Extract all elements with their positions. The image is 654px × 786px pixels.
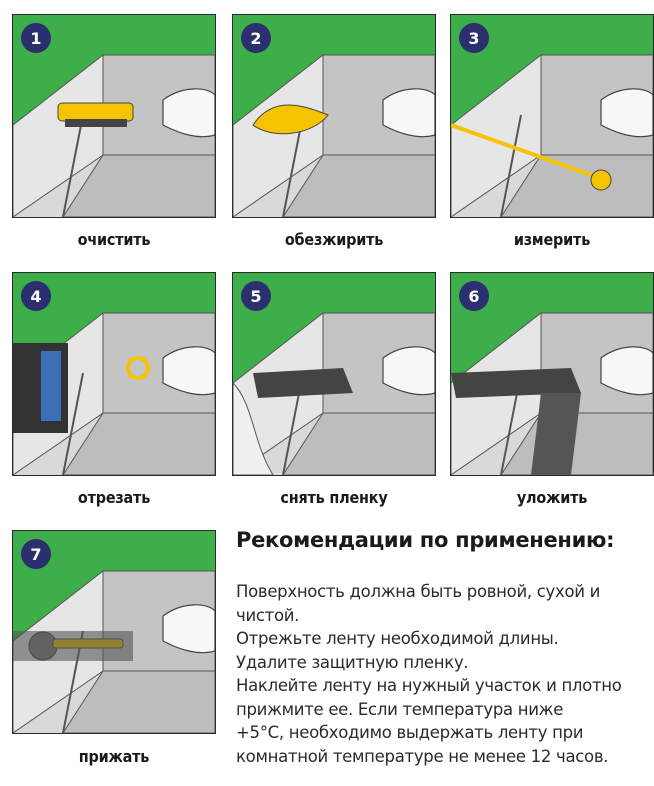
rec-line: Наклейте ленту на нужный участок и плотн… (236, 676, 622, 695)
step-number-badge: 1 (21, 23, 51, 53)
rec-line: +5°C, необходимо выдержать ленту при (236, 723, 584, 742)
film-icon (233, 273, 435, 475)
step-3-caption: измерить (513, 230, 591, 249)
rec-line: Удалите защитную пленку. (236, 652, 469, 672)
rec-line: Поверхность должна быть ровной, сухой и (236, 582, 601, 601)
step-1-caption: очистить (77, 230, 151, 249)
tape-measure-icon (451, 15, 653, 217)
step-4-caption: отрезать (77, 488, 151, 507)
rec-line: Отрежьте ленту необходимой длины. (236, 629, 559, 648)
cloth-icon (233, 15, 435, 217)
roller-icon (13, 531, 215, 733)
step-number-badge: 2 (241, 23, 271, 53)
step-2-caption: обезжирить (284, 230, 384, 249)
tape-icon (451, 273, 653, 475)
step-4-illustration: 4 (12, 272, 216, 476)
rec-line: комнатной температуре не менее 12 часов. (236, 746, 609, 766)
brush-icon (13, 15, 215, 217)
step-number-badge: 4 (21, 281, 51, 311)
step-5-caption: снять пленку (280, 488, 388, 507)
step-6-caption: уложить (516, 488, 588, 507)
step-number-badge: 3 (459, 23, 489, 53)
step-7-illustration: 7 (12, 530, 216, 734)
step-7-caption: прижать (78, 747, 150, 766)
step-number-badge: 7 (21, 539, 51, 569)
rec-line: прижмите ее. Если температура ниже (236, 699, 564, 719)
scissors-icon (13, 273, 215, 475)
step-number-badge: 6 (459, 281, 489, 311)
step-3-illustration: 3 (450, 14, 654, 218)
step-number-badge: 5 (241, 281, 271, 311)
step-5-illustration: 5 (232, 272, 436, 476)
recommendations-text: Поверхность должна быть ровной, сухой и … (236, 580, 646, 768)
step-6-illustration: 6 (450, 272, 654, 476)
recommendations-title: Рекомендации по применению: (236, 528, 615, 552)
step-1-illustration: 1 (12, 14, 216, 218)
rec-line: чистой. (236, 605, 300, 625)
step-2-illustration: 2 (232, 14, 436, 218)
